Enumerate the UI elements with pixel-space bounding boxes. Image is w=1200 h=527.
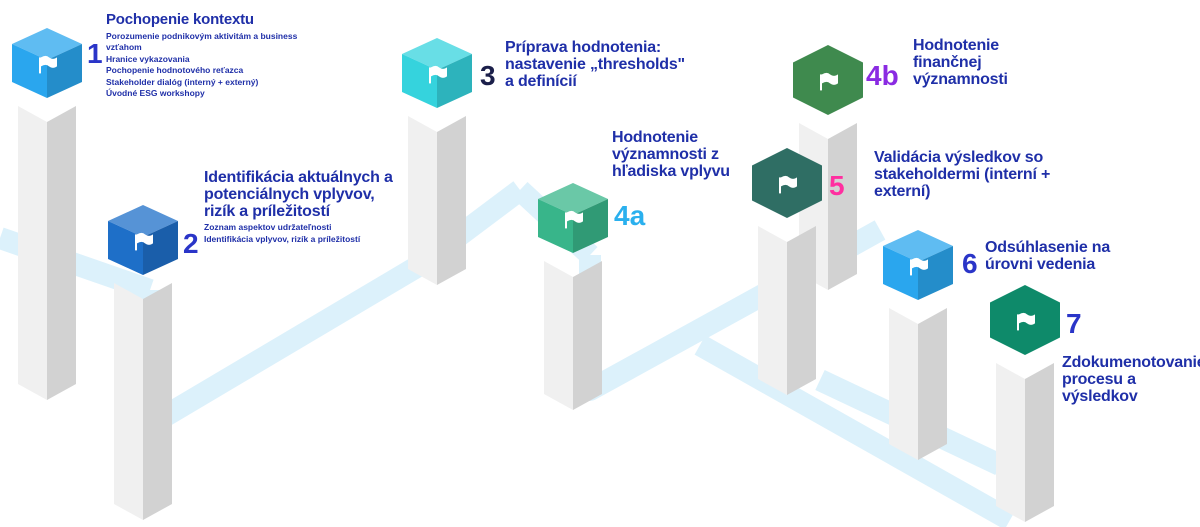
step-4b-number: 4b [866,60,899,91]
step-7-title: Zdokumenotovanie procesu a výsledkov [1062,354,1200,405]
step-1-item: Hranice vykazovania [106,53,190,64]
step-1-item: Porozumenie podnikovým aktivitám a busin… [106,30,298,53]
cube-right [143,221,178,275]
pillar-face-left [408,116,437,285]
pillar-face-right [573,261,602,410]
step-2-pillar [108,205,178,520]
pillar-face-right [1025,363,1054,522]
cube-left [12,44,47,98]
step-6-pillar [883,230,953,460]
step-2-items: Zoznam aspektov udržateľnosti Identifiká… [204,222,394,245]
step-1-item: Úvodné ESG workshopy [106,88,205,99]
cube-right [437,54,472,108]
pillar-face-left [18,106,47,400]
path-segment [694,335,1016,527]
cube-left [883,246,918,300]
flag-icon [565,210,583,229]
step-1-number: 1 [87,38,103,69]
step-6-number: 6 [962,248,978,279]
pillar-face-left [544,261,573,410]
step-4a-pillar [538,183,608,410]
pillar-face-left [114,283,143,520]
path-segment [139,255,426,436]
step-7-text: Zdokumenotovanie procesu a výsledkov [1062,354,1200,405]
step-7-pillar [990,285,1060,522]
step-2-item: Zoznam aspektov udržateľnosti [204,222,332,233]
pillar-face-left [758,226,787,395]
flag-icon [779,175,797,194]
pillar-face-left [996,363,1025,522]
step-7-number: 7 [1066,308,1082,339]
step-1-item: Pochopenie hodnotového reťazca [106,65,244,76]
step-2-text: Identifikácia aktuálnych a potenciálnych… [204,169,394,245]
step-5-text: Validácia výsledkov so stakeholdermi (in… [874,149,1074,200]
step-5-number: 5 [829,170,845,201]
step-3-pillar [402,38,472,285]
step-4b-title: Hodnotenie finančnej významnosti [913,37,1008,88]
step-5-pillar [752,148,822,395]
step-4a-title: Hodnotenie významnosti z hľadiska vplyvu [612,129,730,180]
flag-icon [39,55,57,74]
cube-right [47,44,82,98]
step-1-text: Pochopenie kontextu Porozumenie podnikov… [106,12,321,100]
step-2-title: Identifikácia aktuálnych a potenciálnych… [204,169,393,220]
pillar-face-right [828,123,857,290]
step-6-title: Odsúhlasenie na úrovni vedenia [985,239,1111,273]
flag-icon [820,72,838,91]
step-5-title: Validácia výsledkov so stakeholdermi (in… [874,149,1051,200]
step-1-items: Porozumenie podnikovým aktivitám a busin… [106,31,321,100]
pillar-face-right [47,106,76,400]
pillar-face-right [787,226,816,395]
pillars [12,28,1060,522]
step-6-text: Odsúhlasenie na úrovni vedenia [985,239,1160,274]
pillar-face-right [437,116,466,285]
flag-icon [1017,312,1035,331]
flag-icon [429,65,447,84]
cube-left [402,54,437,108]
step-3-number: 3 [480,60,496,91]
step-2-item: Identifikácia vplyvov, rizík a príležito… [204,233,361,244]
pillar-face-right [918,308,947,460]
pillar-face-left [889,308,918,460]
flag-icon [135,232,153,251]
cube-left [538,199,573,253]
step-4a-number: 4a [614,200,646,231]
step-1-item: Stakeholder dialóg (interný + externý) [106,76,259,87]
step-3-text: Príprava hodnotenia: nastavenie „thresho… [505,39,690,90]
pillar-face-right [143,283,172,520]
cube-right [918,246,953,300]
step-4a-text: Hodnotenie významnosti z hľadiska vplyvu [612,129,732,180]
cube-right [573,199,608,253]
step-3-title: Príprava hodnotenia: nastavenie „thresho… [505,39,685,90]
cube-left [108,221,143,275]
step-1-title: Pochopenie kontextu [106,11,254,28]
step-4b-text: Hodnotenie finančnej významnosti [913,37,1033,88]
step-2-number: 2 [183,228,199,259]
flag-icon [910,257,928,276]
step-1-pillar [12,28,82,400]
